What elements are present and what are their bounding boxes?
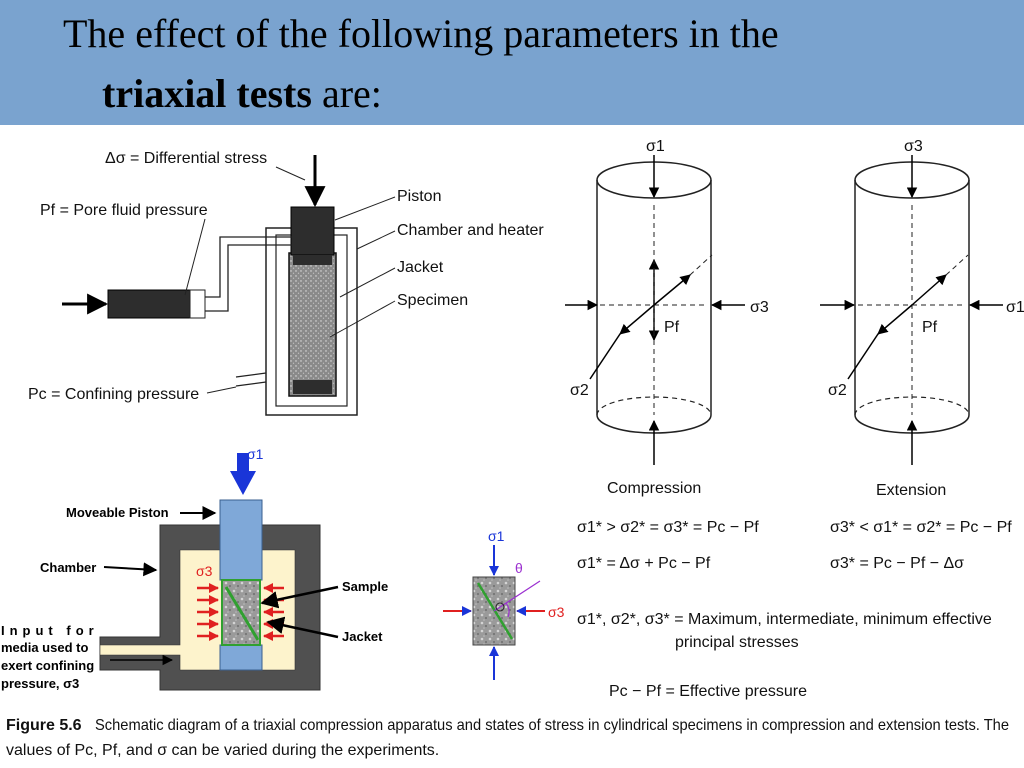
ext-sigma3: σ3 [904,138,923,155]
label-piston: Piston [397,188,441,205]
title-bar: The effect of the following parameters i… [0,0,1024,125]
comp-pf: Pf [664,319,680,336]
element-theta: θ [515,560,523,576]
label-input-line4: pressure, σ3 [1,676,79,691]
compression-equation-2: σ1* = Δσ + Pc − Pf [577,555,711,572]
compression-cylinder [565,155,745,465]
extension-equation-1: σ3* < σ1* = σ2* = Pc − Pf [830,519,1012,536]
caption-line2: values of Pc, Pf, and σ can be varied du… [6,742,439,759]
label-moveable-piston: Moveable Piston [66,505,169,520]
element-sigma3: σ3 [548,604,565,620]
label-chamber: Chamber [40,560,96,575]
label-input-line1: Input for [1,623,99,638]
label-sample: Sample [342,579,388,594]
extension-cylinder [820,155,1003,465]
comp-sigma1: σ1 [646,138,665,155]
slide-title-line2: triaxial tests are: [102,70,382,117]
colored-triaxial-cell [99,453,339,691]
figure-label: Figure 5.6 [6,717,82,734]
label-input-line3: exert confining [1,658,94,673]
slide-title: The effect of the following parameters i… [63,11,779,56]
label-differential-stress: Δσ = Differential stress [105,150,267,167]
label-compression: Compression [607,480,701,497]
principal-stresses-line1: σ1*, σ2*, σ3* = Maximum, intermediate, m… [577,611,992,628]
piston [290,206,335,256]
compression-equation-1: σ1* > σ2* = σ3* = Pc − Pf [577,519,759,536]
sigma1-arrow [230,453,256,495]
label-chamber-heater: Chamber and heater [397,222,544,239]
figure: Δσ = Differential stress Pf = Pore fluid… [1,138,1024,759]
moveable-piston [219,499,263,581]
principal-stresses-line2: principal stresses [675,634,799,651]
label-extension: Extension [876,482,946,499]
ext-sigma1: σ1 [1006,299,1024,316]
cell-sigma1: σ1 [247,446,264,462]
effective-pressure: Pc − Pf = Effective pressure [609,683,807,700]
sample-stress-element [443,545,545,680]
element-sigma1: σ1 [488,528,505,544]
label-jacket-colored: Jacket [342,629,383,644]
specimen-jacket [288,252,337,397]
label-input-line2: media used to [1,640,88,655]
title-bold: triaxial tests [102,71,312,116]
label-specimen: Specimen [397,292,468,309]
label-jacket: Jacket [397,259,444,276]
ext-pf: Pf [922,319,938,336]
comp-sigma3: σ3 [750,299,769,316]
label-confining-pressure: Pc = Confining pressure [28,386,199,403]
comp-sigma2: σ2 [570,382,589,399]
caption-line1: Schematic diagram of a triaxial compress… [95,717,1009,734]
title-rest: are: [321,71,382,116]
apparatus-schematic [62,155,396,416]
cell-sigma3: σ3 [196,563,213,579]
ext-sigma2: σ2 [828,382,847,399]
extension-equation-2: σ3* = Pc − Pf − Δσ [830,555,964,572]
label-pore-fluid-pressure: Pf = Pore fluid pressure [40,202,208,219]
